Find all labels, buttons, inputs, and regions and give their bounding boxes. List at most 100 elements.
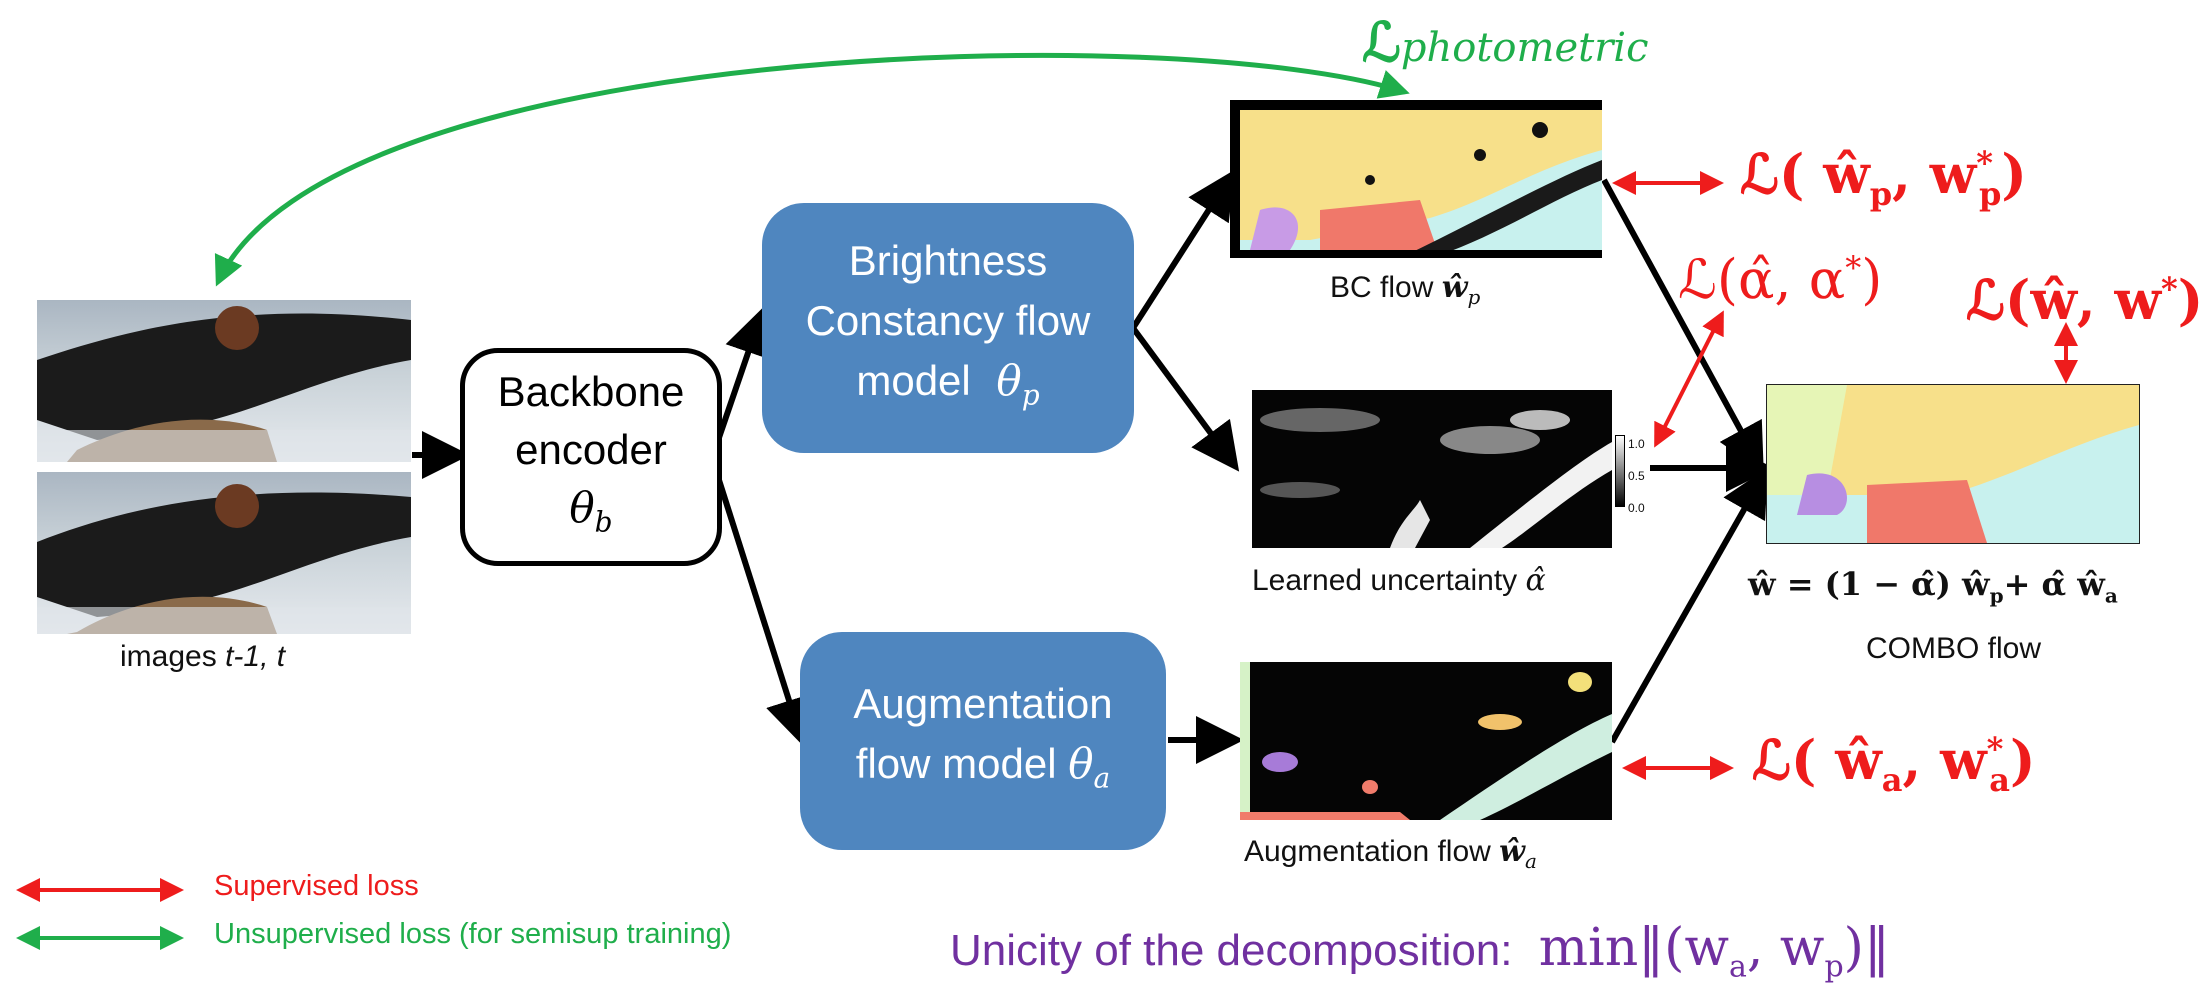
combo-flow-image	[1766, 384, 2140, 544]
uncertainty-caption-symbol: α̂	[1525, 563, 1546, 598]
loss-alpha: ℒ(α̂, α*)	[1678, 248, 1882, 311]
bc-model-line2: Constancy flow	[805, 296, 1091, 344]
arrow-backbone-aug	[709, 457, 812, 747]
bc-flow-w: ŵ	[1441, 270, 1468, 305]
bc-flow-caption-symbol: ŵp	[1441, 270, 1481, 309]
aug-flow-caption: Augmentation flow ŵa	[1244, 834, 1537, 873]
aug-flow-w-sub: a	[1524, 849, 1537, 873]
unicity-formula-start: min‖(w	[1538, 918, 1729, 978]
aug-model-theta-sub: a	[1093, 761, 1111, 795]
input-image-t-minus-1-art	[37, 306, 411, 462]
bc-flow-w-sub: p	[1467, 285, 1481, 309]
loss-wp-sub2: p	[1978, 174, 2002, 213]
loss-w: ℒ(ŵ, w*)	[1966, 268, 2200, 332]
loss-wp-sup: *	[1976, 144, 1993, 182]
legend-unsupervised-label: Unsupervised loss (for semisup training)	[214, 918, 732, 950]
bc-model-line3-text: model	[856, 356, 971, 404]
combo-eq-part1: ŵ = (1 − α̂) ŵ	[1748, 565, 1990, 603]
unicity-statement: Unicity of the decomposition: min‖(wa, w…	[950, 918, 1890, 984]
loss-wa-close: )	[2010, 728, 2036, 792]
loss-wa: ℒ( ŵa, w*a)	[1752, 728, 2036, 799]
input-images-caption: images t-1, t	[120, 640, 285, 674]
bc-flow-art	[1230, 100, 1602, 258]
backbone-theta-sub: b	[594, 505, 613, 539]
caption-prefix: images	[120, 640, 217, 673]
aug-model-line2: flow model θa	[856, 734, 1110, 808]
bc-flow-caption: BC flow ŵp	[1330, 270, 1480, 309]
loss-wp-close: )	[2001, 142, 2027, 206]
loss-alpha-text: ℒ(α̂, α	[1678, 248, 1846, 311]
backbone-line2: encoder	[515, 425, 667, 473]
bc-model-line3: model θp	[856, 351, 1039, 425]
combo-equation: ŵ = (1 − α̂) ŵp+ α̂ ŵa	[1748, 565, 2118, 607]
photometric-loss-subscript: photometric	[1400, 25, 1649, 71]
aug-model-line2-text: flow model	[855, 739, 1057, 787]
bc-model-line1: Brightness	[848, 236, 1048, 284]
bc-model-theta-sub: p	[1021, 378, 1040, 412]
photometric-loss-symbol: ℒ	[1362, 10, 1401, 74]
unicity-formula: min‖(wa, wp)‖	[1538, 918, 1890, 984]
colorbar-ticks: 1.0 0.5 0.0	[1628, 428, 1645, 524]
combo-flow-art	[1767, 385, 2139, 543]
legend-supervised-label: Supervised loss	[214, 870, 419, 902]
bc-flow-image	[1230, 100, 1602, 258]
arrow-bcflow-combo	[1601, 178, 1764, 473]
loss-w-close: )	[2178, 268, 2200, 332]
uncertainty-caption-text: Learned uncertainty	[1252, 564, 1518, 597]
bc-flow-caption-text: BC flow	[1330, 271, 1434, 304]
colorbar-tick-top: 1.0	[1628, 437, 1645, 451]
unicity-sub-p: p	[1824, 949, 1844, 985]
unicity-formula-mid: , w	[1746, 918, 1825, 978]
photometric-arc	[214, 52, 1410, 287]
aug-model-line1: Augmentation	[853, 679, 1113, 727]
uncertainty-image	[1240, 390, 1612, 548]
loss-alpha-close: )	[1861, 248, 1883, 311]
backbone-encoder-box: Backbone encoder θb	[460, 348, 722, 566]
arrow-augflow-combo	[1609, 467, 1768, 744]
aug-model-theta: θ	[1068, 738, 1094, 788]
supervised-arrow-alpha	[1654, 310, 1724, 448]
aug-flow-art	[1240, 662, 1612, 820]
bc-model-symbol: θp	[996, 355, 1039, 411]
loss-w-text: ℒ(ŵ, w	[1966, 268, 2162, 332]
photometric-loss-label: ℒphotometric	[1362, 10, 1649, 74]
aug-flow-w: ŵ	[1499, 834, 1525, 869]
aug-flow-model-box: Augmentation flow model θa	[800, 632, 1166, 850]
loss-wp-mid: , w	[1892, 142, 1977, 206]
arrow-bc-uncertainty	[1130, 326, 1240, 472]
bc-model-theta: θ	[996, 355, 1022, 405]
loss-wp-sub: p	[1869, 174, 1893, 213]
loss-wa-sup: *	[1986, 730, 2004, 768]
combo-eq-sub-a: a	[2104, 583, 2118, 608]
input-image-frame-t-minus-1	[37, 300, 411, 462]
input-image-frame-t	[37, 472, 411, 634]
loss-alpha-sup: *	[1845, 249, 1862, 287]
colorbar-tick-bottom: 0.0	[1628, 501, 1645, 515]
colorbar-tick-mid: 0.5	[1628, 469, 1645, 483]
input-image-t-art	[37, 484, 411, 634]
arrow-bc-flow	[1130, 169, 1235, 330]
combo-eq-part2: + α̂ ŵ	[2003, 565, 2105, 603]
uncertainty-caption: Learned uncertainty α̂	[1252, 563, 1546, 598]
uncertainty-art	[1240, 390, 1612, 548]
backbone-theta: θ	[569, 482, 595, 532]
bc-flow-model-box: Brightness Constancy flow model θp	[762, 203, 1134, 453]
aug-model-symbol: θa	[1068, 738, 1110, 794]
loss-w-sup: *	[2161, 270, 2178, 308]
caption-frames: t-1, t	[225, 640, 286, 673]
aug-flow-caption-text: Augmentation flow	[1244, 835, 1491, 868]
unicity-text: Unicity of the decomposition:	[950, 926, 1513, 975]
loss-wa-sub2: a	[1989, 760, 2011, 799]
combo-eq-sub-p: p	[1989, 583, 2004, 608]
combo-flow-caption: COMBO flow	[1866, 632, 2042, 665]
loss-wp-prefix: ℒ( ŵ	[1740, 142, 1870, 206]
unicity-sub-a: a	[1728, 949, 1747, 985]
aug-flow-caption-symbol: ŵa	[1499, 834, 1537, 873]
aug-flow-image	[1240, 662, 1612, 820]
unicity-formula-close: )‖	[1843, 918, 1890, 978]
uncertainty-colorbar	[1615, 435, 1625, 507]
backbone-line1: Backbone	[497, 367, 685, 415]
loss-wa-prefix: ℒ( ŵ	[1752, 728, 1882, 792]
